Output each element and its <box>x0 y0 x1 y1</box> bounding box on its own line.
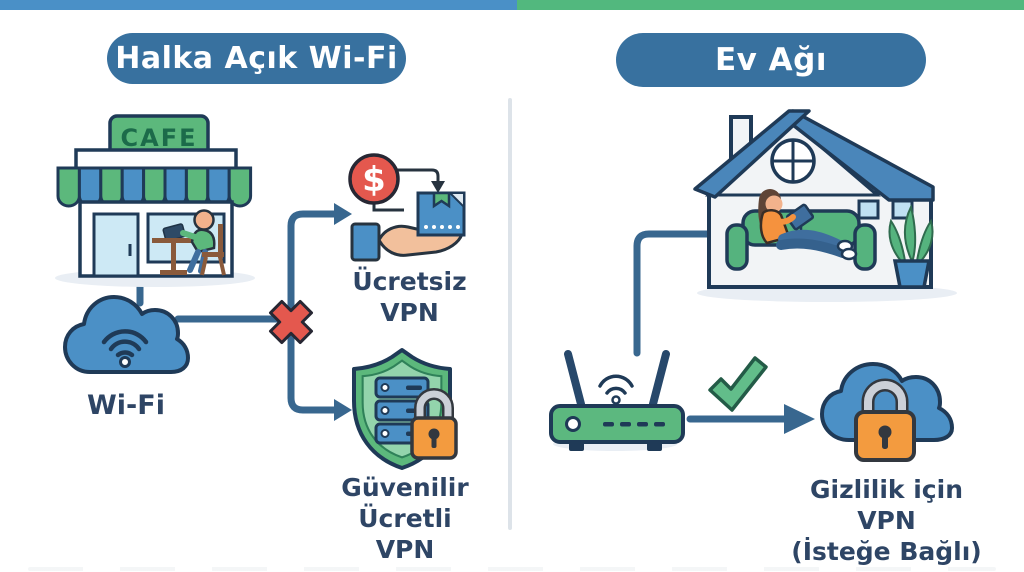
wifi-waves-icon <box>101 329 149 358</box>
free-vpn-icon: $ <box>348 153 466 262</box>
cafe-customer <box>180 209 226 276</box>
laptop-icon <box>785 203 815 231</box>
green-check-icon <box>708 356 768 412</box>
side-window <box>857 199 880 220</box>
paid-vpn-shield-icon <box>352 348 458 470</box>
vpn-cloud-lock-icon <box>820 362 954 462</box>
cafe-illustration: CAFE <box>55 114 255 287</box>
vpn-optional-label: Gizlilik için VPN (İsteğe Bağlı) <box>791 475 982 566</box>
arrowhead-top-icon <box>334 203 352 225</box>
left-panel-title: Halka Açık Wi-Fi <box>107 33 406 84</box>
paid-vpn-label: Güvenilir Ücretli VPN <box>341 473 469 564</box>
topbar-green-segment <box>517 0 1024 10</box>
package-icon <box>416 191 466 237</box>
wifi-cloud-icon <box>63 295 190 374</box>
free-vpn-label: Ücretsiz VPN <box>352 267 467 327</box>
right-panel-title-text: Ev Ağı <box>715 42 827 78</box>
house-illustration <box>693 109 957 302</box>
cropped-caption-remnant <box>28 567 996 571</box>
right-panel-title: Ev Ağı <box>616 33 926 87</box>
person-on-couch <box>758 189 858 261</box>
arrowhead-bottom-icon <box>334 399 352 421</box>
antenna-icon <box>649 350 670 408</box>
cafe-sign-text: CAFE <box>121 124 198 152</box>
arrowhead-right-icon <box>784 404 815 434</box>
red-x-icon <box>268 299 314 345</box>
router-icon <box>549 350 685 451</box>
lock-icon <box>854 378 916 462</box>
sleeve-icon <box>350 222 381 262</box>
cafe-table <box>152 238 196 243</box>
dollar-symbol: $ <box>362 160 386 200</box>
topbar-blue-segment <box>0 0 517 10</box>
panel-divider <box>508 98 512 530</box>
lock-icon <box>410 388 458 460</box>
left-panel-title-text: Halka Açık Wi-Fi <box>115 41 398 76</box>
antenna-icon <box>564 350 585 408</box>
house-to-router-line <box>633 230 727 357</box>
potted-plant <box>888 204 934 289</box>
wifi-waves-icon <box>598 374 634 395</box>
roof-left <box>693 109 811 199</box>
dollar-icon <box>348 153 400 205</box>
dollar-arrow <box>396 168 440 181</box>
wifi-label: Wi-Fi <box>87 390 165 421</box>
top-accent-bar <box>0 0 1024 10</box>
